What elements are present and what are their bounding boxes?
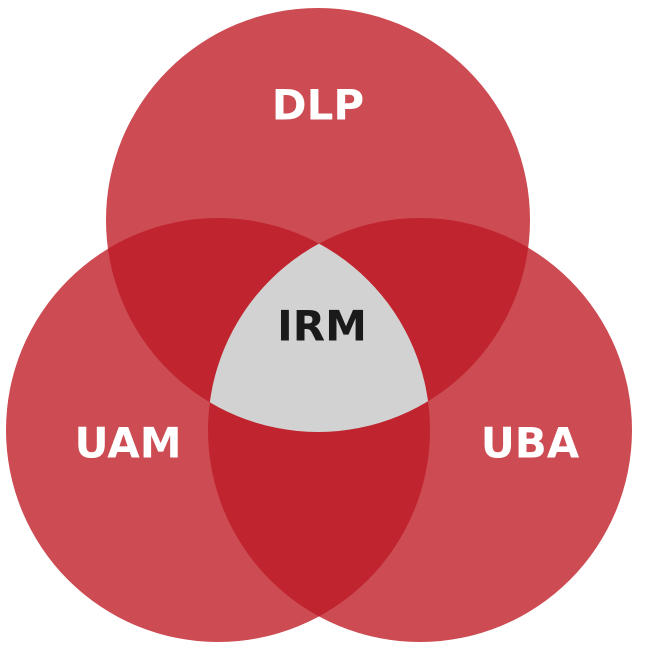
label-irm: IRM — [277, 302, 367, 351]
label-dlp: DLP — [272, 81, 364, 130]
label-uba: UBA — [481, 419, 580, 468]
label-uam: UAM — [74, 419, 181, 468]
